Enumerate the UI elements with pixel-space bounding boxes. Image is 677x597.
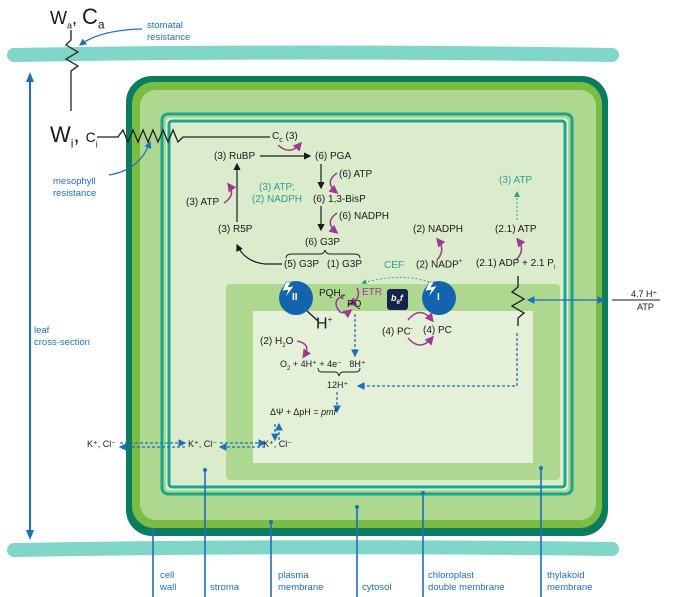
water: (2) H2O [260, 336, 294, 350]
cc-label: Cc (3) [272, 131, 298, 145]
atp-3-output: (3) ATP [499, 175, 533, 186]
atp-3: (3) ATP [186, 197, 220, 208]
stomatal-resistor [64, 30, 80, 111]
rubp: (3) RuBP [214, 151, 256, 162]
atp-6: (6) ATP [339, 169, 373, 180]
h-plus-label: H+ [316, 315, 333, 333]
ions-middle: K⁺, Cl⁻ [188, 439, 218, 449]
etr-label: ETR [362, 287, 382, 298]
b6f-label: b6f [391, 293, 403, 306]
bisp: (6) 1,3-BisP [313, 194, 366, 205]
pq: PQ [347, 299, 362, 310]
h-per-atp-numerator: 4.7 H⁺ [631, 289, 658, 299]
atp-synthase [510, 276, 526, 326]
stroma-label: stroma [210, 582, 240, 593]
g3p-6: (6) G3P [305, 237, 341, 248]
upper-epidermis [7, 45, 619, 62]
intercellular-label: Wi, Ci [50, 122, 98, 151]
nadph-2: (2) NADPH [413, 224, 464, 235]
ions-outer: K⁺, Cl⁻ [87, 439, 117, 449]
water-splitting-equation: O2 + 4H⁺ + 4e⁻ 8H⁺ [280, 359, 366, 372]
adp-pi: (2.1) ADP + 2.1 Pi [476, 258, 556, 272]
h12-label: 12H⁺ [327, 380, 349, 390]
r5p: (3) R5P [218, 224, 253, 235]
nadp-2: (2) NADP+ [416, 259, 463, 271]
psi-label: I [437, 292, 440, 303]
g3p-1: (1) G3P [327, 259, 363, 270]
pmf-equation: ΔΨ + ΔpH = pmf [270, 407, 337, 417]
ions-inner: K⁺, Cl⁻ [263, 439, 293, 449]
pc-oxidized: (4) PC [423, 325, 452, 336]
h-per-atp-denominator: ATP [637, 302, 654, 312]
thylakoid-lumen [253, 311, 533, 463]
pqh2: PQH2 [319, 288, 345, 302]
chloroplast-outer-membrane [160, 112, 574, 496]
g3p-5: (5) G3P [284, 259, 320, 270]
pc-reduced: (4) PC- [382, 326, 413, 338]
cytosol-label: cytosol [362, 582, 392, 593]
psii-label: II [292, 292, 298, 303]
pga: (6) PGA [315, 151, 352, 162]
mesophyll-resistor [97, 128, 270, 144]
atp-2-1: (2.1) ATP [495, 224, 537, 235]
nadph-6: (6) NADPH [339, 211, 390, 222]
atmosphere-label: Wa, Ca [50, 4, 105, 32]
cytochrome-b6f [387, 289, 408, 310]
lower-epidermis [7, 540, 619, 557]
atp-nadph-ratio: (3) ATP:(2) NADPH [252, 182, 303, 205]
cef-label: CEF [384, 260, 404, 271]
